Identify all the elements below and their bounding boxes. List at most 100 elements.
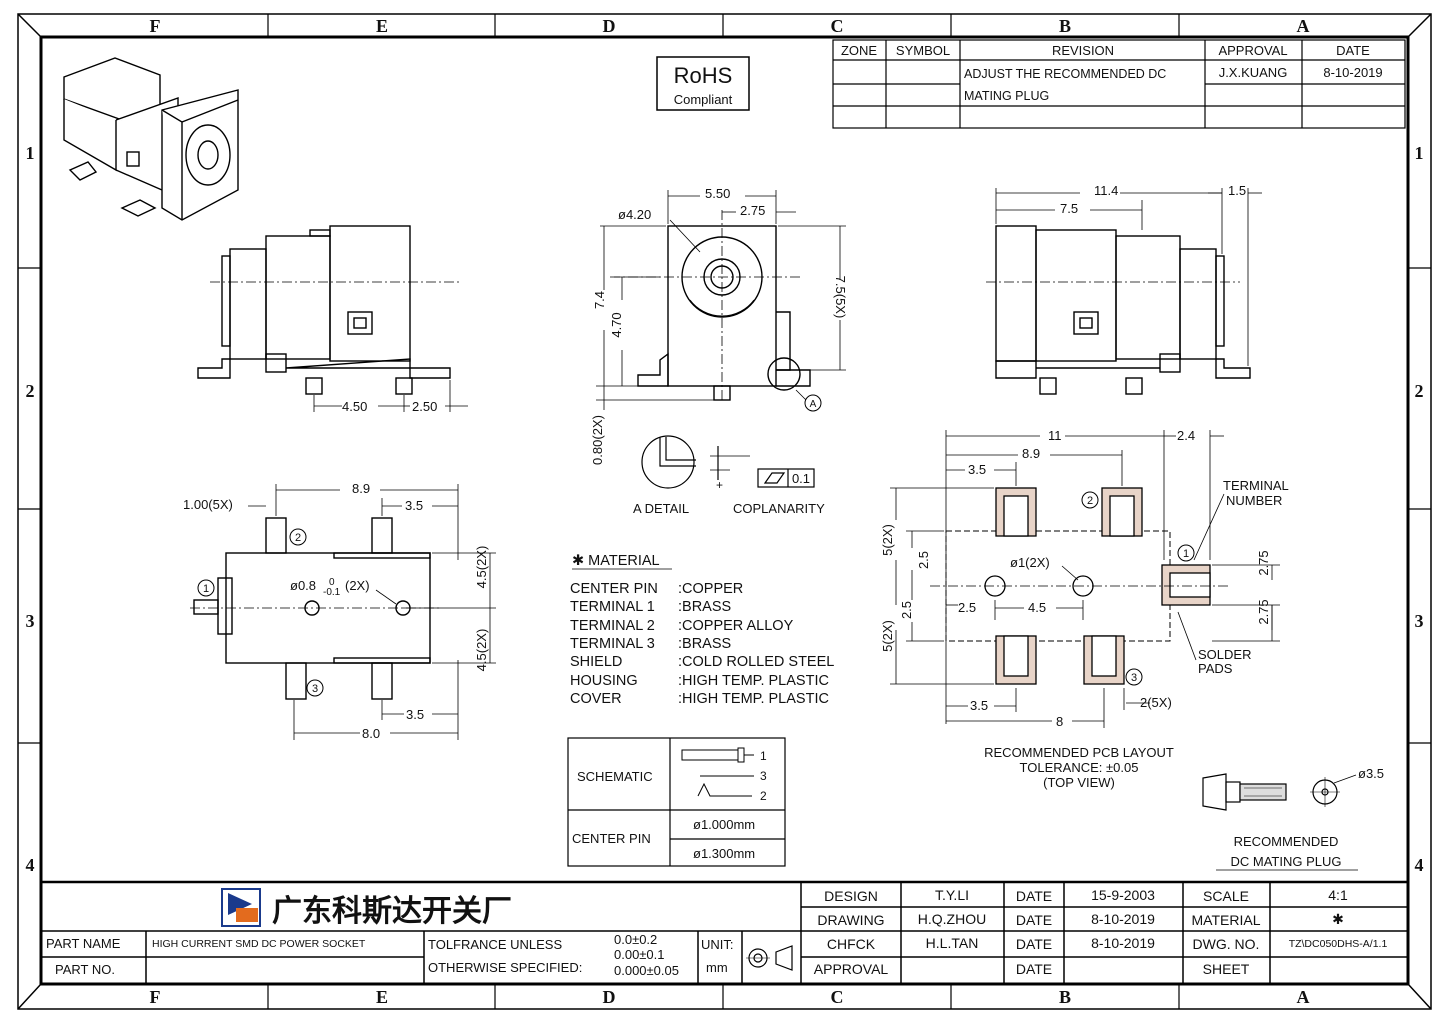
rev-header-revision: REVISION [1052,43,1114,58]
company-logo [221,888,261,927]
material-part-4: SHIELD [570,654,622,670]
inner-frame [39,35,1410,986]
zone-col-d-top: D [603,16,616,36]
material-mat-5: :HIGH TEMP. PLASTIC [678,673,829,689]
unit-value: mm [706,960,728,975]
dim-bottom-4-5-bottom: 4.5(2X) [474,629,489,672]
datum-a: A [810,399,817,410]
plug-diameter: ø3.5 [1358,766,1384,781]
tolerance-value-2: 0.00±0.1 [614,947,665,962]
dim-right-11-4: 11.4 [1094,183,1118,198]
zone-col-b-top: B [1059,16,1071,36]
zone-row-4-right: 4 [1415,855,1424,875]
material-mat-3: :BRASS [678,636,731,652]
dim-right-7-5: 7.5 [1060,201,1078,216]
zone-col-a-top: A [1297,16,1310,36]
zone-col-c-bottom: C [831,987,844,1007]
rev-header-symbol: SYMBOL [896,43,950,58]
schematic-pin-3: 3 [760,769,767,783]
material-mat-0: :COPPER [678,581,743,597]
dim-bottom-pin-width: 1.00(5X) [183,497,233,512]
projection-symbol-icon [746,945,793,971]
zone-col-f-top: F [150,16,161,36]
pcb-dim-11: 11 [1048,428,1062,443]
material-part-5: HOUSING [570,673,638,689]
unit-label: UNIT: [701,937,734,952]
pcb-dim-3-5-top: 3.5 [968,462,986,477]
pcb-dim-8: 8 [1056,714,1063,729]
pcb-dim-2-75-a: 2.75 [1256,550,1271,575]
zone-row-3-right: 3 [1415,611,1424,631]
dim-bottom-hole: ø0.8 [290,578,316,593]
material-part-0: CENTER PIN [570,581,658,597]
check-date-label: DATE [1016,936,1052,952]
check-label: CHFCK [827,936,876,952]
rev-text-line2: MATING PLUG [964,89,1049,103]
dim-bottom-8-9: 8.9 [352,481,370,496]
plug-title-2: DC MATING PLUG [1231,854,1342,869]
sheet-label: SHEET [1203,961,1250,977]
coplanarity-label: COPLANARITY [733,501,825,516]
pcb-pin-3: 3 [1131,672,1137,684]
tolerance-value-3: 0.000±0.05 [614,963,679,978]
pcb-pin-2: 2 [1087,495,1093,507]
check-value: H.L.TAN [926,935,979,951]
pcb-dim-4-5: 4.5 [1028,600,1046,615]
part-name-value: HIGH CURRENT SMD DC POWER SOCKET [152,938,366,950]
schematic-table [567,737,786,867]
drawing-date-label: DATE [1016,912,1052,928]
dim-bottom-hole-tol-up: 0 [329,577,335,588]
pcb-dim-2-4: 2.4 [1177,428,1195,443]
pcb-number-label: NUMBER [1226,493,1282,508]
dim-bottom-3-5-bot: 3.5 [406,707,424,722]
side-view-left [197,225,451,395]
zone-col-c-top: C [831,16,844,36]
zone-col-f-bottom: F [150,987,161,1007]
design-date: 15-9-2003 [1091,887,1155,903]
coplanarity-tol: 0.1 [792,471,810,486]
material-mat-6: :HIGH TEMP. PLASTIC [678,691,829,707]
drawing-label: DRAWING [817,912,884,928]
dim-bottom-8-0: 8.0 [362,726,380,741]
material-part-2: TERMINAL 2 [570,618,655,634]
material-mat-4: :COLD ROLLED STEEL [678,654,834,670]
dim-front-dia: ø4.20 [618,207,651,222]
dwg-no-value: TZ\DC050DHS-A/1.1 [1289,938,1388,950]
drawing-date: 8-10-2019 [1091,911,1155,927]
dim-bottom-4-5-top: 4.5(2X) [474,546,489,589]
dim-front-4-70: 4.70 [609,312,624,337]
dim-bottom-3-5-top: 3.5 [405,498,423,513]
pin-label-1: 1 [203,583,209,595]
rev-text-line1: ADJUST THE RECOMMENDED DC [964,67,1166,81]
zone-row-2-right: 2 [1415,381,1424,401]
rohs-title: RoHS [674,63,733,88]
design-label: DESIGN [824,888,878,904]
pcb-layout [945,487,1211,685]
part-name-label: PART NAME [46,936,121,951]
a-detail [641,435,815,489]
pcb-dim-2-75-b: 2.75 [1256,599,1271,624]
center-pin-dia-2: ø1.300mm [693,846,755,861]
tolerance-line-2: OTHERWISE SPECIFIED: [428,960,582,975]
a-detail-label: A DETAIL [633,501,689,516]
front-view [637,225,811,401]
isometric-view [63,57,239,221]
dim-side-2-50: 2.50 [412,399,437,414]
scale-label: SCALE [1203,888,1249,904]
dc-mating-plug [1202,773,1357,811]
schematic-label: SCHEMATIC [577,769,653,784]
part-no-label: PART NO. [55,962,115,977]
company-name: 广东科斯达开关厂 [272,894,512,929]
zone-row-2-left: 2 [26,381,35,401]
outer-frame [17,13,1432,1010]
scale-value: 4:1 [1328,887,1348,903]
dwg-no-label: DWG. NO. [1193,936,1260,952]
material-label: MATERIAL [1192,912,1261,928]
zone-row-1-right: 1 [1415,143,1424,163]
material-value: ✱ [1332,911,1344,927]
material-list: ✱ MATERIAL CENTER PIN :COPPER TERMINAL 1… [570,553,834,707]
pcb-dim-2-pad: 2(5X) [1140,695,1172,710]
pcb-dim-2-5-a: 2.5 [916,551,931,569]
rev-header-zone: ZONE [841,43,877,58]
